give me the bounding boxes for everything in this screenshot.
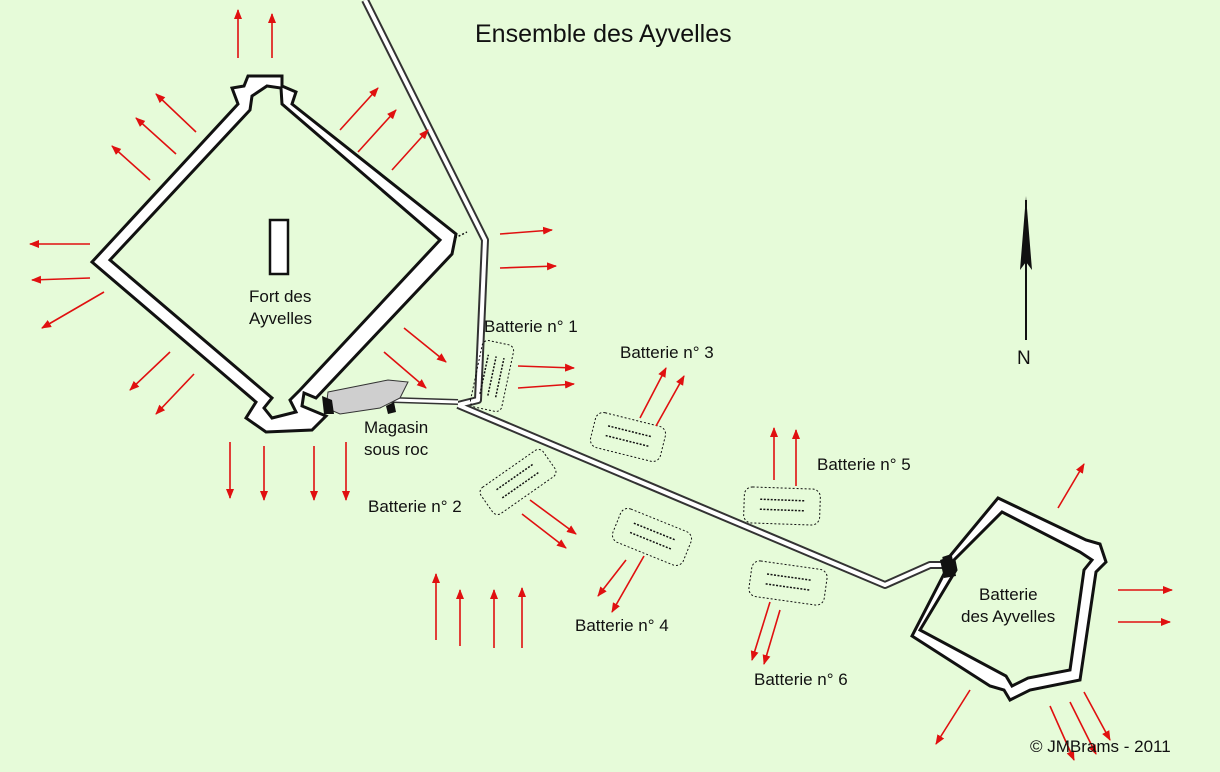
firing-arrow [597,559,627,597]
firing-arrow [639,367,667,419]
firing-arrow [611,555,645,613]
batterie-5-plan [743,486,821,526]
north-label: N [1017,348,1031,369]
firing-arrow [1057,463,1085,509]
firing-arrow [499,226,553,235]
magasin-sous-roc [322,379,409,415]
firing-arrow [129,351,171,391]
fort-label-line2: Ayvelles [249,309,312,328]
firing-arrow [750,601,771,661]
batterie-5-label: Batterie n° 5 [817,455,911,474]
firing-arrows [29,9,1173,761]
batterie-ayvelles-label-line2: des Ayvelles [961,607,1055,626]
batterie-6-plan [748,560,828,606]
batterie-2-label: Batterie n° 2 [368,497,462,516]
batterie-3-plan [589,412,667,462]
firing-arrow [155,373,195,415]
firing-arrow [135,117,177,155]
firing-arrow [1083,691,1111,741]
firing-arrow [521,513,567,549]
batterie-ayvelles-label-line1: Batterie [979,585,1038,604]
firing-arrow [41,291,105,329]
firing-arrow [655,375,685,427]
firing-arrow [403,327,447,363]
firing-arrow [357,109,397,153]
firing-arrow [517,363,575,372]
magasin-label-line2: sous roc [364,440,429,459]
batterie-3-label: Batterie n° 3 [620,343,714,362]
batterie-2-plan [479,448,557,516]
fort-label-line1: Fort des [249,287,311,306]
firing-arrow [383,351,427,389]
firing-arrow [155,93,197,133]
firing-arrow [517,380,575,389]
firing-arrow [111,145,151,181]
firing-arrow [935,689,971,745]
firing-arrow [1069,701,1097,755]
magasin-label-line1: Magasin [364,418,428,437]
north-arrow: N [1017,196,1032,369]
firing-arrow [499,262,557,271]
fort-des-ayvelles [89,74,468,434]
firing-arrow [762,609,781,665]
firing-arrow [339,87,379,131]
batterie-des-ayvelles [910,496,1108,702]
batterie-6-label: Batterie n° 6 [754,670,848,689]
fort-building [268,218,290,276]
firing-arrow [529,499,577,535]
diagram-title: Ensemble des Ayvelles [475,20,732,48]
firing-arrow [31,275,91,284]
firing-arrow [1049,705,1075,761]
firing-arrow [391,129,429,171]
batterie-4-plan [611,507,693,567]
copyright: © JMBrams - 2011 [1030,737,1171,756]
batterie-4-label: Batterie n° 4 [575,616,669,635]
batterie-1-label: Batterie n° 1 [484,317,578,336]
batterie-1-plan [469,340,515,412]
